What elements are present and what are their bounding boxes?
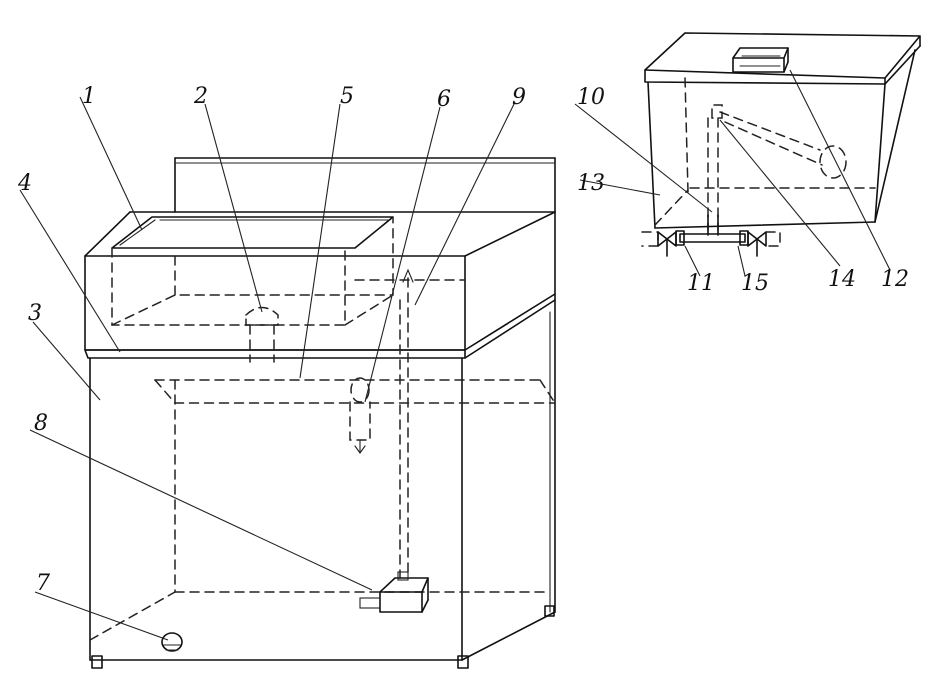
outlet-pipe xyxy=(707,117,719,236)
left-valve xyxy=(641,231,677,257)
tee-connector xyxy=(675,230,749,246)
label-1: 1 xyxy=(82,84,96,109)
label-12: 12 xyxy=(881,267,909,292)
pump xyxy=(359,571,429,613)
label-6: 6 xyxy=(437,87,451,112)
label-11: 11 xyxy=(687,271,715,296)
label-15: 15 xyxy=(741,271,769,296)
label-3: 3 xyxy=(28,301,42,326)
label-7: 7 xyxy=(36,571,50,596)
spray-nozzle xyxy=(349,377,371,454)
water-pipe xyxy=(399,268,414,579)
label-13: 13 xyxy=(577,171,605,196)
counter-plate xyxy=(84,293,556,359)
reference-numerals: 1 2 5 6 9 4 3 8 7 10 13 11 15 14 12 xyxy=(17,84,909,596)
label-5: 5 xyxy=(340,84,354,109)
drain-valve xyxy=(161,632,183,652)
tank-lid-box xyxy=(732,47,789,73)
leader-lines xyxy=(19,69,891,641)
label-2: 2 xyxy=(193,84,208,109)
float-valve xyxy=(711,104,847,179)
cabinet xyxy=(84,157,556,669)
drain-channel xyxy=(154,379,556,404)
right-valve xyxy=(747,231,781,257)
drain-outlet xyxy=(245,306,279,363)
label-10: 10 xyxy=(577,85,605,110)
water-tank xyxy=(641,32,921,257)
label-14: 14 xyxy=(828,267,856,292)
label-4: 4 xyxy=(17,171,32,196)
cabinet-body xyxy=(89,211,556,669)
label-9: 9 xyxy=(512,85,526,110)
back-panel xyxy=(174,157,556,213)
label-8: 8 xyxy=(34,411,48,436)
